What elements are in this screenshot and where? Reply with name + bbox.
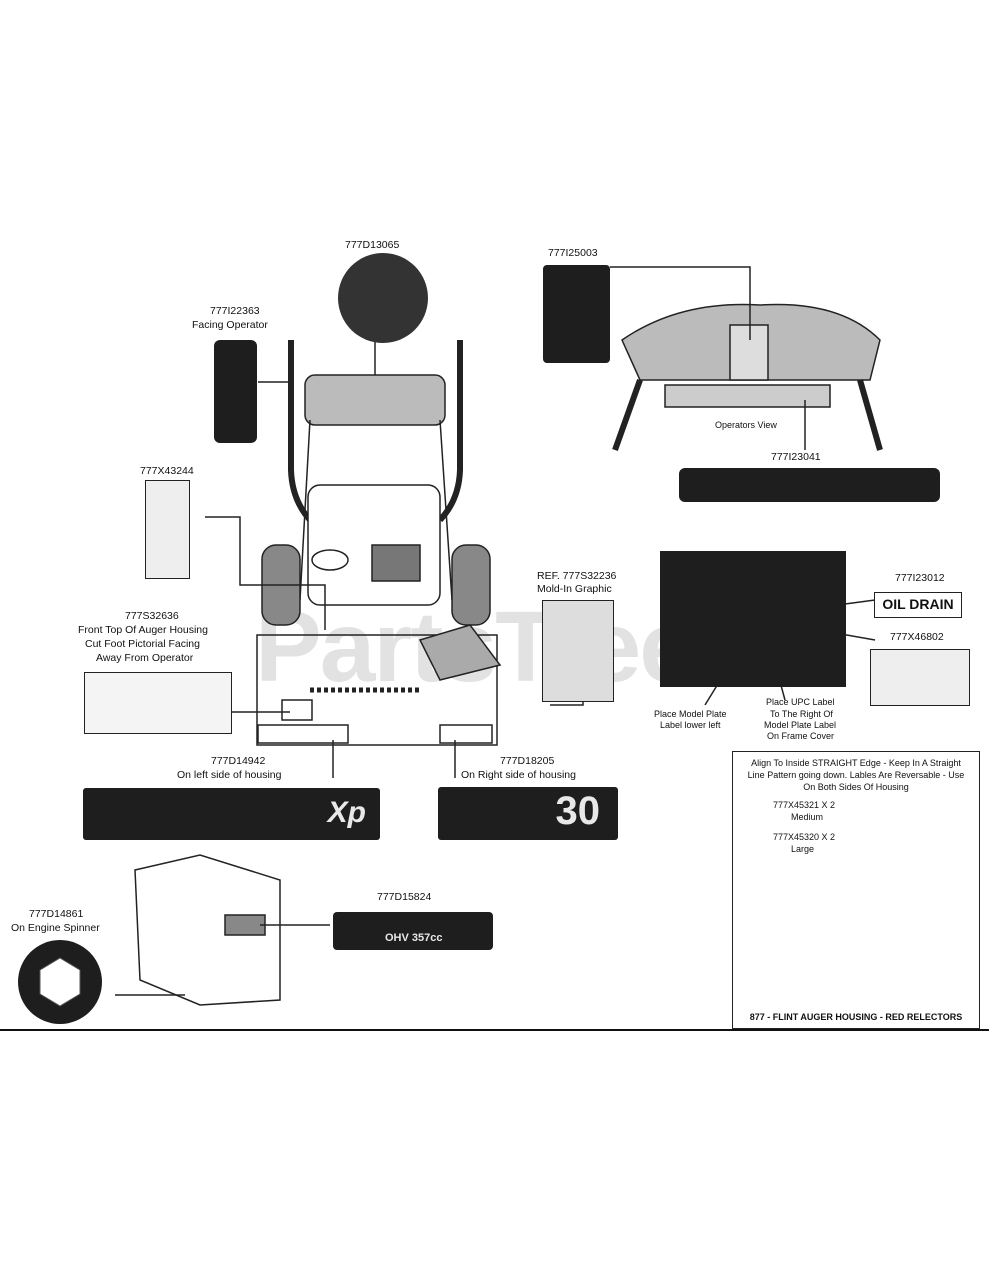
reflector-size-large: Large	[791, 844, 815, 854]
right-housing-decal: 30	[438, 787, 618, 840]
reflector-instruction-3: On Both Sides Of Housing	[803, 782, 909, 792]
mold-in-note: Mold-In Graphic	[537, 583, 612, 595]
upc-decal	[870, 649, 970, 706]
thirty-mark: 30	[555, 789, 601, 833]
upc-note-3: Model Plate Label	[764, 720, 837, 730]
part-777i25003: 777I25003	[548, 247, 598, 259]
model-plate-note-1: Place Model Plate	[654, 709, 727, 719]
part-777d15824: 777D15824	[377, 891, 432, 903]
mold-in-graphic	[542, 600, 614, 702]
operators-view-note: Operators View	[715, 420, 777, 430]
part-777s32636: 777S32636	[125, 610, 179, 622]
engine-cc-decal: OHV 357cc	[333, 912, 493, 950]
model-plate-note-2: Label lower left	[660, 720, 721, 730]
upc-note-4: On Frame Cover	[767, 731, 835, 741]
part-777d14861: 777D14861	[29, 908, 84, 920]
oil-drain-decal: OIL DRAIN	[874, 592, 962, 618]
left-housing-note: On left side of housing	[177, 769, 282, 781]
reflector-instruction-2: Line Pattern going down. Lables Are Reve…	[747, 770, 965, 780]
oil-drain-photo	[660, 551, 846, 687]
reflector-panel: Align To Inside STRAIGHT Edge - Keep In …	[732, 751, 980, 1029]
part-777i23041: 777I23041	[771, 451, 821, 463]
auger-note-1: Front Top Of Auger Housing	[78, 624, 208, 636]
side-tag-decal	[145, 480, 190, 579]
upper-right-decal	[543, 265, 610, 363]
auger-note-3: Away From Operator	[96, 652, 194, 664]
upc-note-1: Place UPC Label	[766, 697, 835, 707]
engine-spinner-note: On Engine Spinner	[11, 922, 100, 934]
part-777d13065: 777D13065	[345, 239, 400, 251]
reflector-size-medium: Medium	[791, 812, 824, 822]
reflector-footer: 877 - FLINT AUGER HOUSING - RED RELECTOR…	[749, 1012, 963, 1022]
part-777d14942: 777D14942	[211, 755, 266, 767]
right-housing-note: On Right side of housing	[461, 769, 576, 781]
facing-operator-decal	[214, 340, 257, 443]
xp-mark: Xp	[327, 796, 366, 829]
reflector-part-medium: 777X45321 X 2	[773, 800, 836, 810]
bottom-rule	[0, 1029, 989, 1031]
part-777x43244: 777X43244	[140, 465, 194, 477]
part-777i23012: 777I23012	[895, 572, 945, 584]
oil-drain-text: OIL DRAIN	[882, 596, 954, 612]
part-777d18205: 777D18205	[500, 755, 555, 767]
upc-note-2: To The Right Of	[770, 709, 833, 719]
part-777x46802: 777X46802	[890, 631, 944, 643]
part-777s32236: REF. 777S32236	[537, 570, 617, 582]
reflector-part-large: 777X45320 X 2	[773, 832, 836, 842]
control-strip-decal	[679, 468, 940, 502]
auger-warning-decal	[84, 672, 232, 734]
left-housing-decal: Xp	[83, 788, 380, 840]
engine-cc: OHV 357cc	[385, 932, 443, 944]
reflector-instruction-1: Align To Inside STRAIGHT Edge - Keep In …	[751, 758, 961, 768]
auger-note-2: Cut Foot Pictorial Facing	[85, 638, 200, 650]
facing-operator-note: Facing Operator	[192, 319, 268, 331]
part-777i22363: 777I22363	[210, 305, 260, 317]
